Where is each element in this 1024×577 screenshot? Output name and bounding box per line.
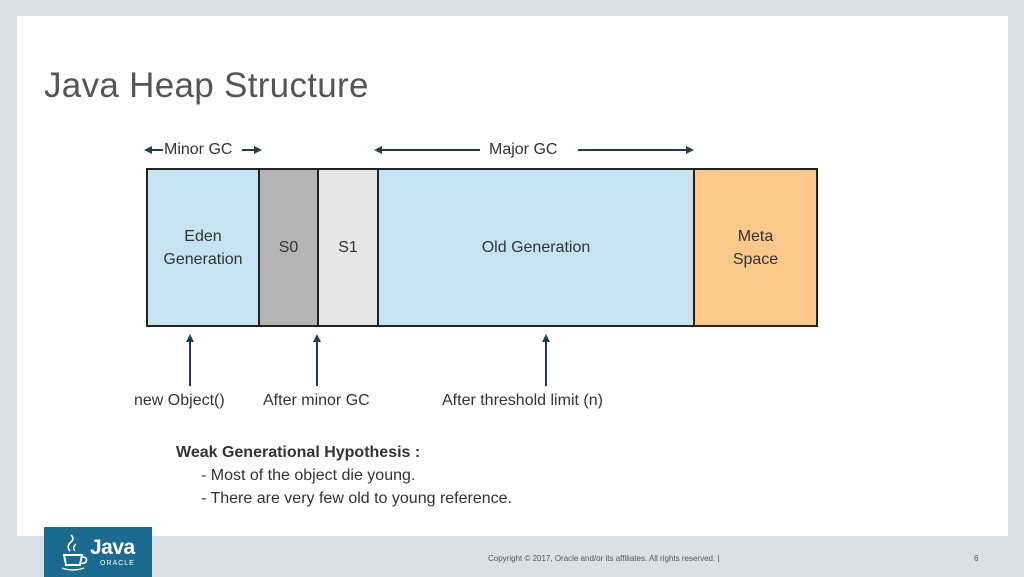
after-threshold-label: After threshold limit (n) [442, 392, 603, 409]
s1-label: S1 [338, 239, 358, 256]
page-number: 6 [974, 554, 979, 563]
new-object-label: new Object() [134, 392, 225, 409]
old-generation-box: Old Generation [377, 168, 695, 327]
hypothesis-line-1: - Most of the object die young. [201, 467, 416, 484]
hypothesis-title: Weak Generational Hypothesis : [176, 444, 421, 461]
minor-gc-label: Minor GC [164, 141, 233, 158]
copyright-text: Copyright © 2017, Oracle and/or its affi… [488, 554, 720, 563]
hypothesis-line-2: - There are very few old to young refere… [201, 490, 512, 507]
slide-title: Java Heap Structure [44, 66, 369, 105]
s1-box: S1 [317, 168, 379, 327]
major-gc-label: Major GC [489, 141, 558, 158]
eden-generation-box: Eden Generation [146, 168, 260, 327]
eden-label: Eden Generation [163, 227, 243, 268]
s0-box: S0 [258, 168, 319, 327]
java-cup-icon [61, 534, 88, 571]
java-oracle-logo: Java ORACLE [44, 527, 152, 577]
footer-bar [0, 536, 1024, 577]
logo-java-text: Java [90, 536, 135, 559]
s0-label: S0 [278, 239, 299, 256]
logo-oracle-text: ORACLE [100, 560, 135, 567]
after-minor-gc-label: After minor GC [263, 392, 370, 409]
meta-space-box: Meta Space [693, 168, 818, 327]
old-label: Old Generation [481, 239, 591, 256]
meta-label: Meta Space [732, 227, 779, 268]
